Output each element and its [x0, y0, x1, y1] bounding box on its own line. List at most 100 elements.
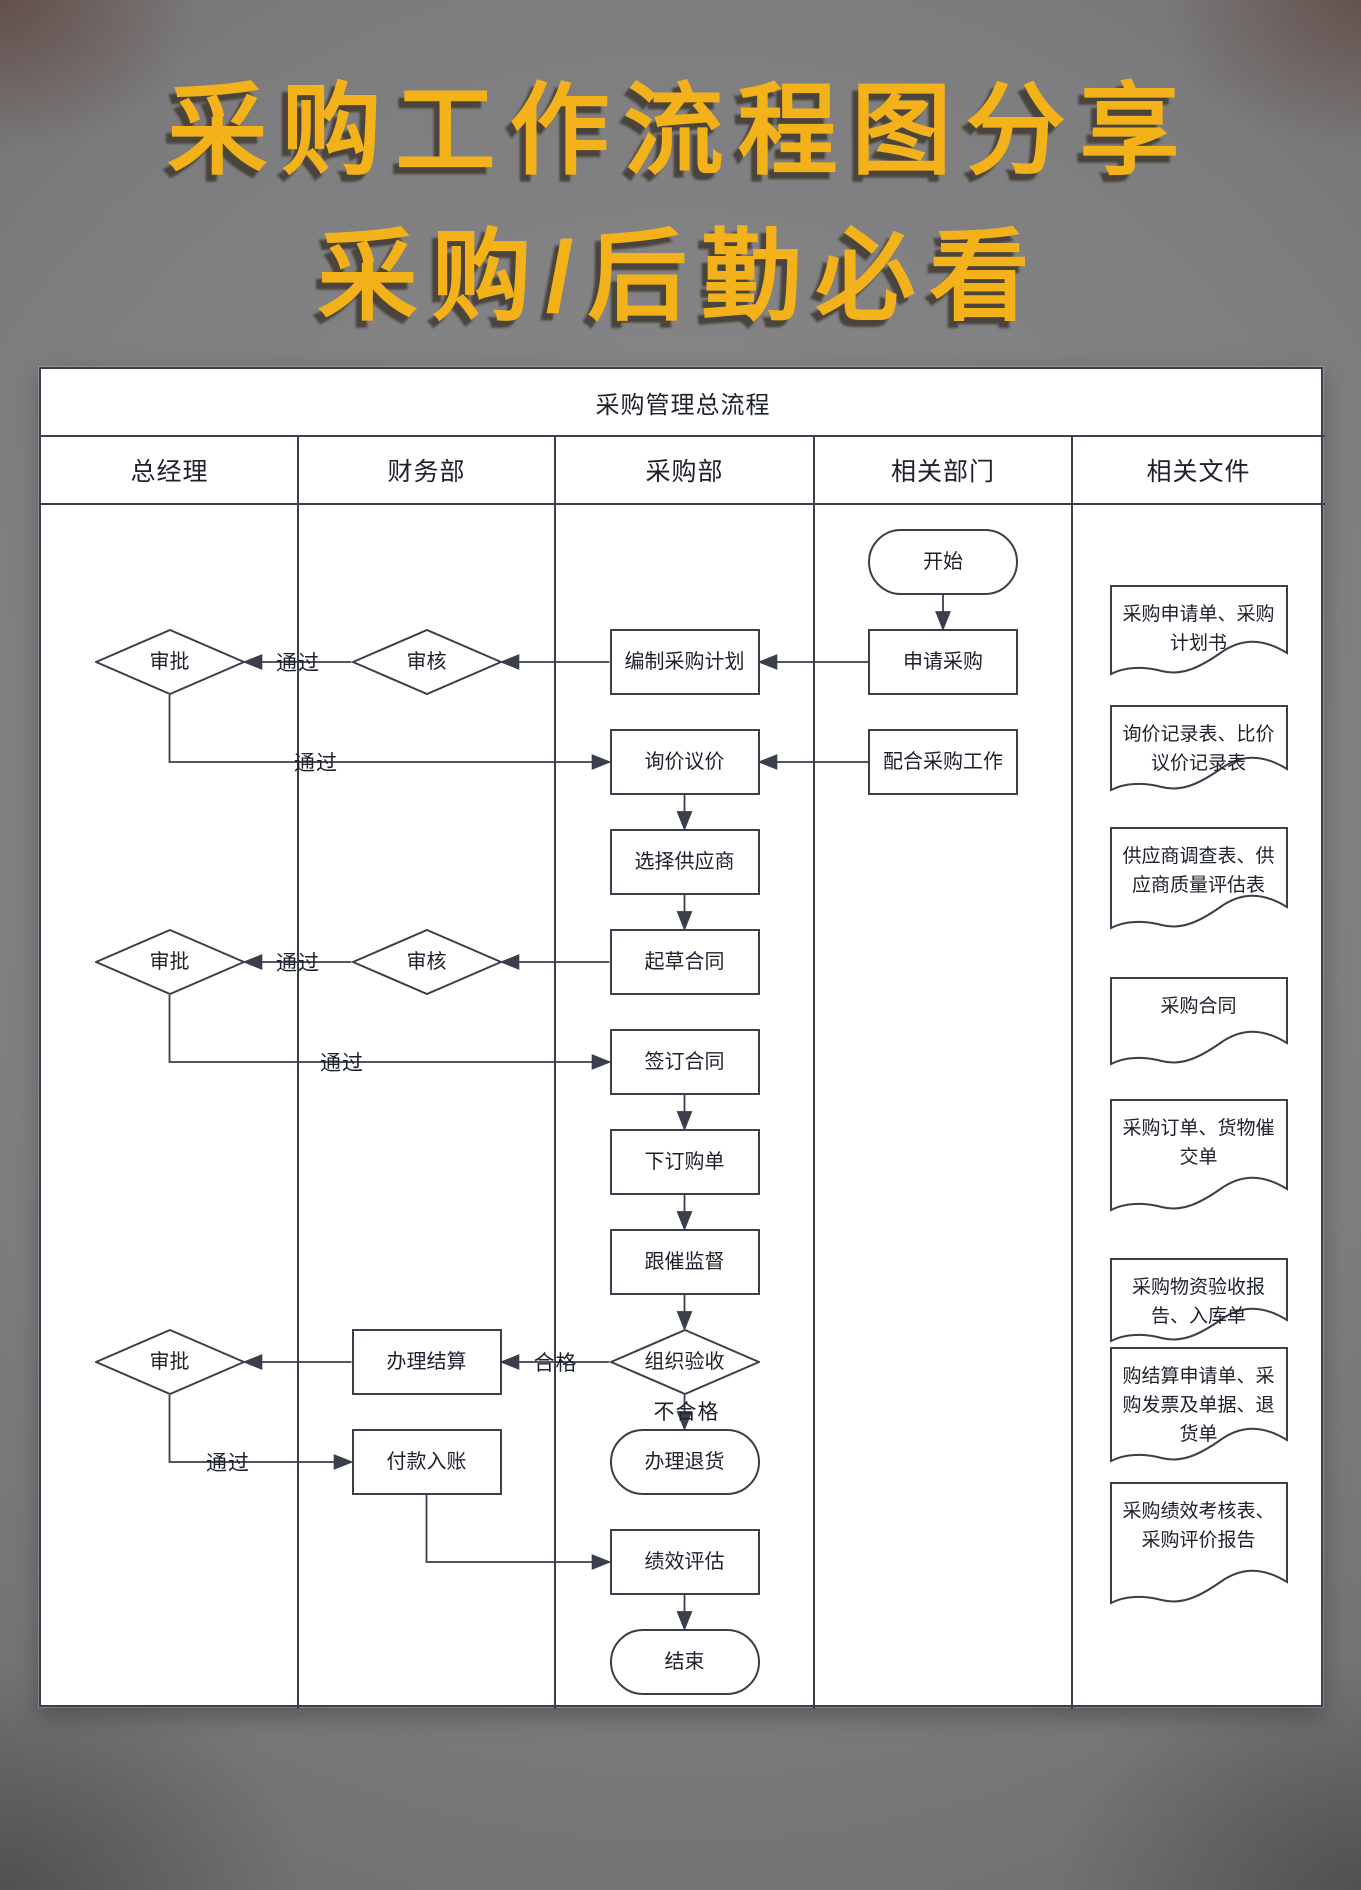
lane-header-2: 采购部 [645, 458, 724, 486]
node-label: 申请采购 [903, 651, 983, 673]
edge-label-approve1-inquiry: 通过 [294, 752, 338, 775]
lane-header-1: 财务部 [387, 458, 466, 486]
flow-node-apply: 申请采购 [868, 629, 1018, 695]
document-shape-1: 询价记录表、比价议价记录表 [1109, 705, 1288, 793]
flow-node-select: 选择供应商 [609, 829, 760, 895]
document-text-line: 供应商调查表、供 [1122, 846, 1275, 867]
document-shape-2: 供应商调查表、供应商质量评估表 [1109, 827, 1288, 931]
edge-approve3-pay [168, 1395, 354, 1470]
document-shape-6: 购结算申请单、采购发票及单据、退货单 [1109, 1347, 1288, 1464]
flowchart-inner: 采购管理总流程 总经理财务部采购部相关部门相关文件 开始申请采购编制采购计划审核… [41, 369, 1325, 1709]
node-label: 签订合同 [644, 1051, 725, 1073]
document-text: 采购物资验收报告、入库单 [1110, 1258, 1288, 1331]
document-text: 采购订单、货物催交单 [1110, 1099, 1288, 1172]
document-icon [1109, 1347, 1288, 1463]
node-label: 审批 [149, 951, 190, 973]
document-shape-3: 采购合同 [1109, 977, 1288, 1067]
node-label: 审批 [149, 1351, 190, 1373]
edge-label-review2-approve2: 通过 [276, 952, 320, 975]
document-text-line: 交单 [1179, 1147, 1218, 1168]
node-label: 组织验收 [644, 1351, 725, 1373]
document-text: 采购申请单、采购计划书 [1110, 585, 1288, 658]
flow-node-plan: 编制采购计划 [609, 629, 760, 695]
flow-node-approve2: 审批 [94, 929, 245, 995]
edge-approve1-inquiry [168, 695, 612, 770]
node-label: 审核 [406, 951, 447, 973]
diamond-shape [351, 629, 502, 695]
lane-header-0: 总经理 [130, 458, 209, 486]
node-label: 绩效评估 [644, 1551, 725, 1573]
flow-node-review1: 审核 [351, 629, 502, 695]
edge-pay-evaluate [425, 1495, 612, 1570]
document-text-line: 货单 [1179, 1424, 1218, 1445]
flow-node-review2: 审核 [351, 929, 502, 995]
document-shape-4: 采购订单、货物催交单 [1109, 1099, 1288, 1213]
diamond-shape [94, 629, 245, 695]
document-icon [1109, 705, 1288, 792]
node-label: 付款入账 [386, 1451, 467, 1473]
node-label: 跟催监督 [644, 1251, 725, 1273]
document-icon [1109, 977, 1288, 1066]
document-text-line: 采购物资验收报 [1131, 1277, 1265, 1298]
document-text-line: 采购评价报告 [1141, 1530, 1256, 1551]
poster-title-line-2: 采购/后勤必看 [317, 221, 1044, 333]
node-label: 下订购单 [644, 1151, 725, 1173]
flow-node-approve1: 审批 [94, 629, 245, 695]
flow-canvas [41, 435, 1325, 1709]
flow-node-settle: 办理结算 [351, 1329, 502, 1395]
lane-header-3: 相关部门 [890, 458, 995, 486]
document-text: 购结算申请单、采购发票及单据、退货单 [1110, 1347, 1288, 1449]
edge-label-approve2-sign: 通过 [320, 1052, 364, 1075]
flow-node-inquiry: 询价议价 [609, 729, 760, 795]
document-text-line: 计划书 [1169, 633, 1227, 654]
diamond-shape [351, 929, 502, 995]
lane-grid [41, 435, 1325, 1709]
edge-approve2-sign [168, 995, 612, 1070]
document-text: 供应商调查表、供应商质量评估表 [1110, 827, 1288, 900]
document-text: 采购绩效考核表、采购评价报告 [1110, 1482, 1288, 1555]
document-text-line: 采购订单、货物催 [1122, 1118, 1275, 1139]
diamond-shape [94, 1329, 245, 1395]
document-shape-5: 采购物资验收报告、入库单 [1109, 1258, 1288, 1344]
node-label: 审核 [406, 651, 447, 673]
edge-label-inspect-refund: 不合格 [653, 1401, 720, 1424]
document-text-line: 议价记录表 [1150, 753, 1246, 774]
document-icon [1109, 827, 1288, 930]
node-label: 选择供应商 [634, 851, 735, 873]
poster-title-line-1: 采购工作流程图分享 [167, 75, 1194, 187]
document-icon [1109, 1482, 1288, 1605]
edge-label-approve3-pay: 通过 [206, 1452, 250, 1475]
document-text-line: 采购绩效考核表、 [1122, 1501, 1275, 1522]
flow-node-draft: 起草合同 [609, 929, 760, 995]
document-icon [1109, 1099, 1288, 1212]
flow-node-refund: 办理退货 [609, 1429, 760, 1495]
document-text-line: 采购申请单、采购 [1122, 604, 1275, 625]
document-text-line: 应商质量评估表 [1131, 875, 1265, 896]
document-icon [1109, 1258, 1288, 1343]
node-label: 审批 [149, 651, 190, 673]
document-text: 采购合同 [1110, 977, 1288, 1021]
chart-title: 采购管理总流程 [595, 391, 771, 419]
flow-node-end: 结束 [609, 1629, 760, 1695]
node-label: 编制采购计划 [624, 651, 745, 673]
node-label: 开始 [923, 551, 963, 573]
lane-header-4: 相关文件 [1146, 458, 1251, 486]
flow-node-sign: 签订合同 [609, 1029, 760, 1095]
flow-node-inspect: 组织验收 [609, 1329, 760, 1395]
edge-label-review1-approve1: 通过 [276, 652, 320, 675]
document-icon [1109, 585, 1288, 676]
diamond-shape [609, 1329, 760, 1395]
flow-edges [168, 595, 951, 1631]
node-label: 办理退货 [644, 1451, 725, 1473]
flowchart-panel: 采购管理总流程 总经理财务部采购部相关部门相关文件 开始申请采购编制采购计划审核… [39, 367, 1325, 1709]
flow-node-supervise: 跟催监督 [609, 1229, 760, 1295]
flow-node-cooperate: 配合采购工作 [868, 729, 1018, 795]
flow-node-approve3: 审批 [94, 1329, 245, 1395]
diamond-shape [94, 929, 245, 995]
document-text-line: 告、入库单 [1150, 1306, 1246, 1327]
document-text: 询价记录表、比价议价记录表 [1110, 705, 1288, 778]
document-text-line: 询价记录表、比价 [1122, 724, 1275, 745]
node-label: 配合采购工作 [883, 751, 1003, 773]
node-label: 结束 [664, 1651, 705, 1673]
